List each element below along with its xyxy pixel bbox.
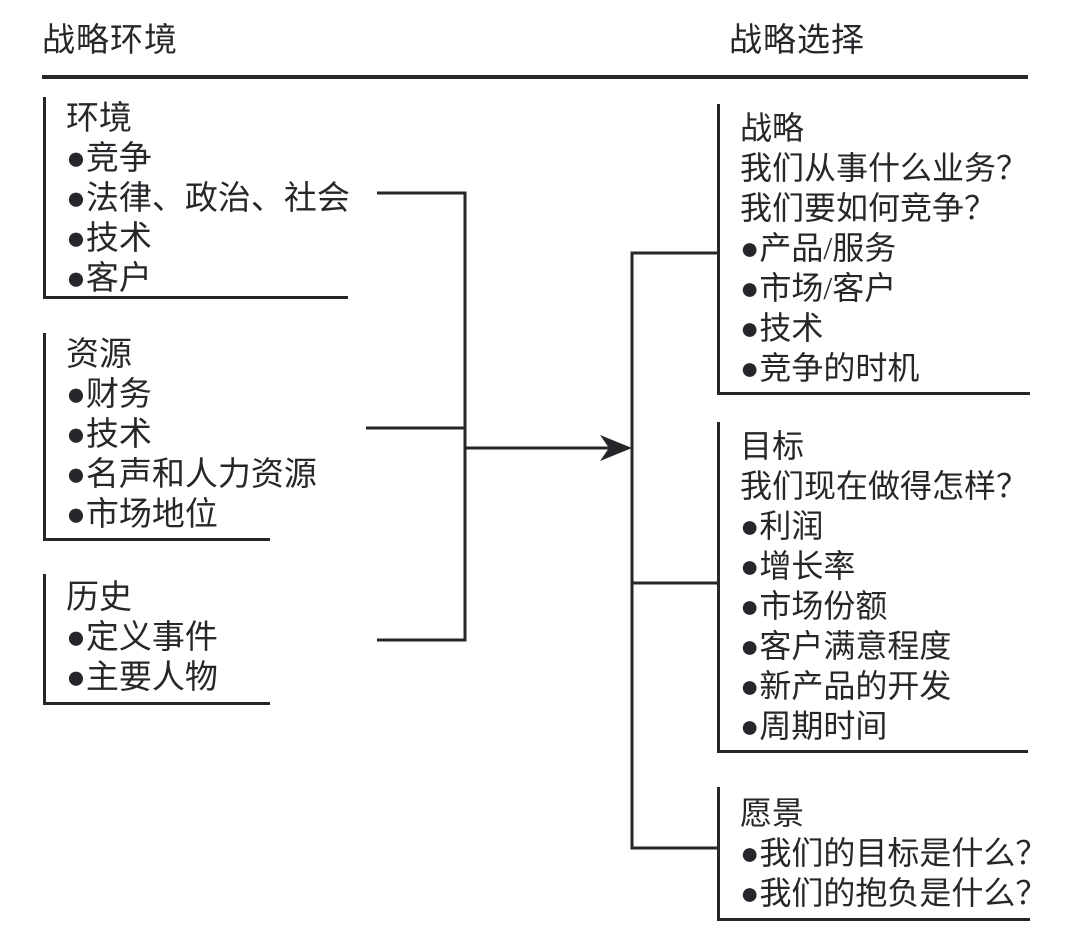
environment-box-item: ●法律、政治、社会 [66, 181, 350, 217]
vision-box-item: ●我们的抱负是什么？ [740, 875, 1048, 911]
environment-box: 环境 ●竞争 ●法律、政治、社会 ●技术 ●客户 [43, 97, 350, 299]
environment-box-item: ●客户 [66, 261, 152, 297]
goals-box-item: ●新产品的开发 [740, 668, 952, 704]
strategy-box: 战略 我们从事什么业务？ 我们要如何竞争？ ●产品/服务 ●市场/客户 ●技术 … [717, 104, 1030, 395]
resources-box-title: 资源 [66, 337, 132, 373]
vision-box-title: 愿景 [740, 795, 805, 831]
strategy-box-item: ●竞争的时机 [740, 350, 920, 386]
environment-box-item: ●竞争 [66, 141, 152, 177]
strategic-choice-header: 战略选择 [729, 23, 865, 59]
strategy-box-item: ●市场/客户 [740, 270, 897, 306]
goals-box-item: ●增长率 [740, 548, 856, 584]
goals-box-item: ●利润 [740, 508, 824, 544]
left-merge-bracket [377, 191, 467, 642]
resources-box-item: ●技术 [66, 417, 152, 453]
goals-box-item: ●客户满意程度 [740, 628, 952, 664]
strategy-box-title: 战略 [740, 110, 805, 146]
goals-box-title: 目标 [740, 428, 805, 464]
goals-box-item: ●市场份额 [740, 588, 888, 624]
right-branch-bracket [630, 251, 717, 850]
main-arrowhead-icon [600, 435, 632, 461]
resources-box-item: ●名声和人力资源 [66, 457, 317, 493]
history-box-item: ●定义事件 [66, 620, 218, 656]
environment-box-item: ●技术 [66, 221, 152, 257]
history-box-title: 历史 [66, 580, 132, 616]
header-divider-line [42, 75, 1028, 79]
vision-box: 愿景 ●我们的目标是什么？ ●我们的抱负是什么？ [717, 787, 1048, 921]
strategy-box-item: ●技术 [740, 310, 824, 346]
goals-box-item: 我们现在做得怎样？ [740, 468, 1029, 504]
resources-box: 资源 ●财务 ●技术 ●名声和人力资源 ●市场地位 [43, 333, 317, 541]
history-box-item: ●主要人物 [66, 660, 218, 696]
goals-box: 目标 我们现在做得怎样？ ●利润 ●增长率 ●市场份额 ●客户满意程度 ●新产品… [717, 422, 1028, 753]
strategy-box-item: ●产品/服务 [740, 230, 897, 266]
strategy-box-item: 我们要如何竞争？ [740, 190, 997, 226]
history-box: 历史 ●定义事件 ●主要人物 [43, 574, 270, 705]
strategy-box-item: 我们从事什么业务？ [740, 150, 1029, 186]
resources-box-item: ●财务 [66, 377, 152, 413]
resources-box-item: ●市场地位 [66, 497, 218, 533]
environment-box-title: 环境 [66, 101, 132, 137]
strategic-environment-header: 战略环境 [42, 23, 178, 59]
goals-box-item: ●周期时间 [740, 708, 888, 744]
vision-box-item: ●我们的目标是什么？ [740, 835, 1048, 871]
